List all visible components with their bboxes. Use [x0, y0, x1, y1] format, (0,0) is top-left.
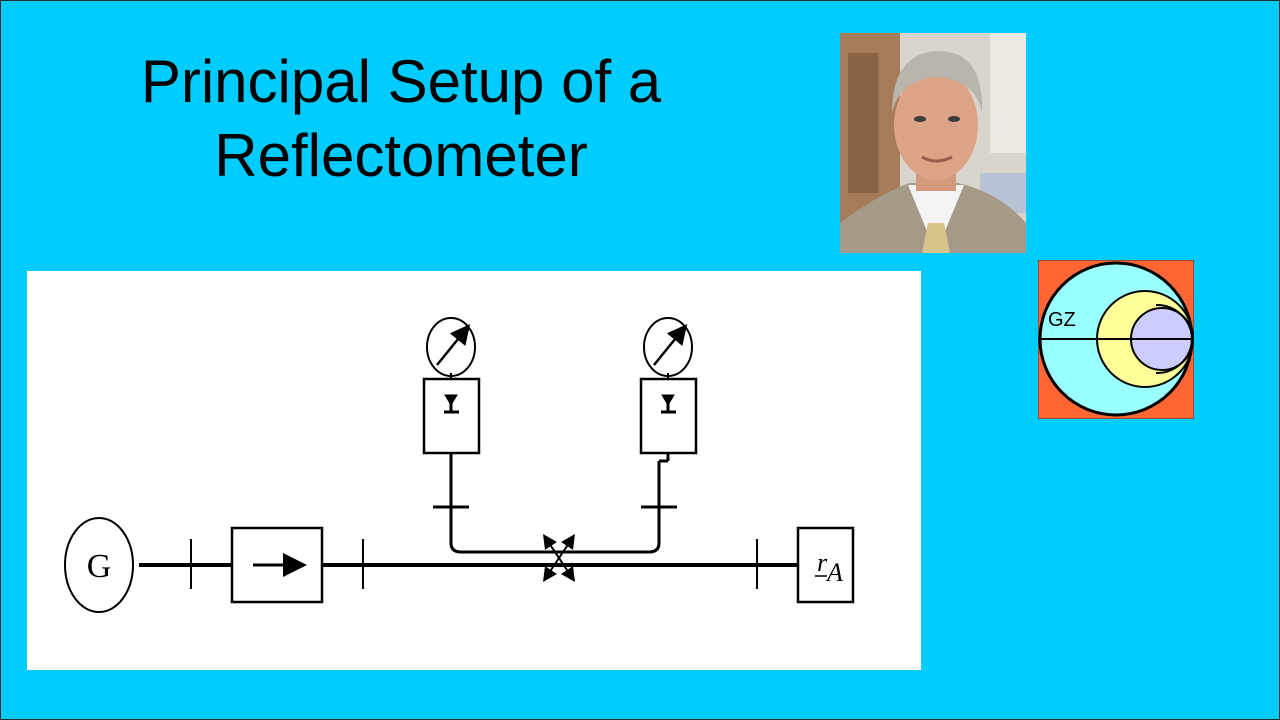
gz-smith-chart-logo: GZ [1038, 260, 1194, 419]
reflectometer-diagram: G r A [27, 271, 921, 670]
coupling-arrow [543, 536, 574, 582]
detector-box-right [639, 377, 698, 455]
generator-symbol [64, 517, 134, 613]
diagram-svg: G r A [64, 317, 855, 613]
coupler-line [449, 461, 661, 554]
load-box [796, 526, 855, 604]
generator-label: G [87, 548, 112, 585]
logo-text: GZ [1048, 309, 1076, 331]
presenter-photo [840, 33, 1026, 253]
title-line-2: Reflectometer [214, 122, 588, 189]
load-label-r: r [817, 548, 828, 577]
title-line-1: Principal Setup of a [140, 48, 662, 115]
meter-gauge-icon [426, 317, 476, 377]
slide-title: Principal Setup of a Reflectometer [61, 45, 741, 193]
detector-box-left [422, 377, 481, 455]
load-label-sub: A [825, 558, 843, 587]
meter-gauge-icon [643, 317, 693, 377]
